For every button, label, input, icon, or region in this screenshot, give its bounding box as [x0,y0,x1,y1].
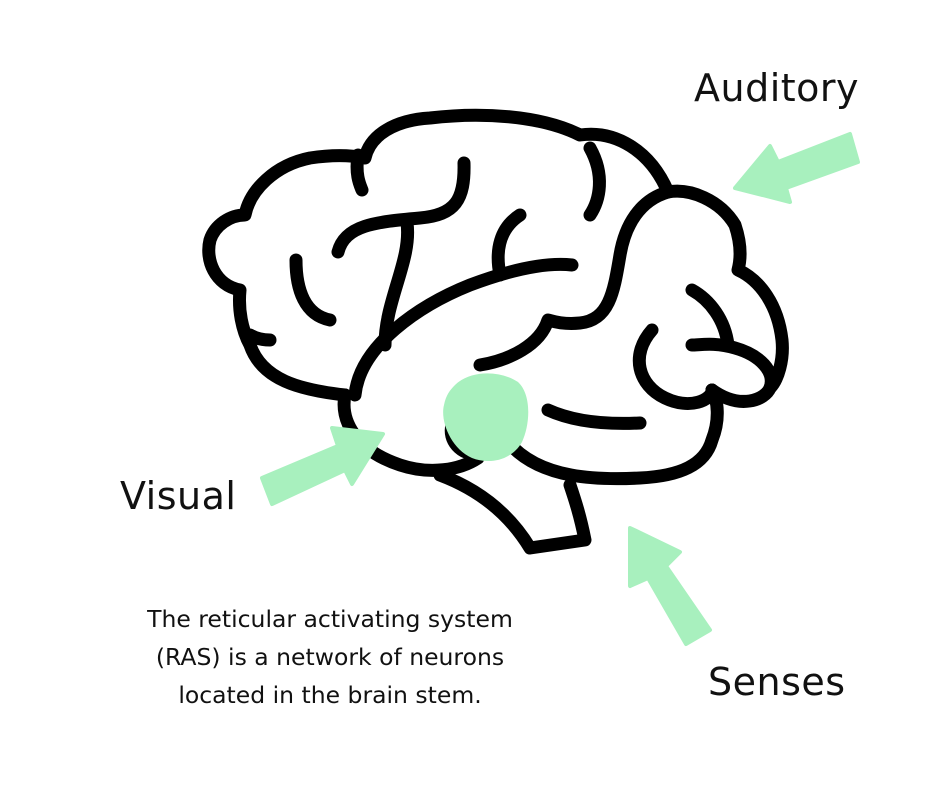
ras-highlight-blob [443,373,529,462]
arrow-auditory-icon [733,132,860,204]
caption-line-3: located in the brain stem. [178,681,482,709]
label-auditory: Auditory [694,66,860,110]
arrow-senses-icon [628,526,712,646]
label-senses: Senses [708,660,846,704]
caption-line-2: (RAS) is a network of neurons [155,643,505,671]
caption: The reticular activating system (RAS) is… [100,600,560,714]
caption-line-1: The reticular activating system [147,605,513,633]
arrow-visual-icon [260,426,385,506]
brain-outline-icon [202,108,789,555]
label-visual: Visual [120,474,237,518]
